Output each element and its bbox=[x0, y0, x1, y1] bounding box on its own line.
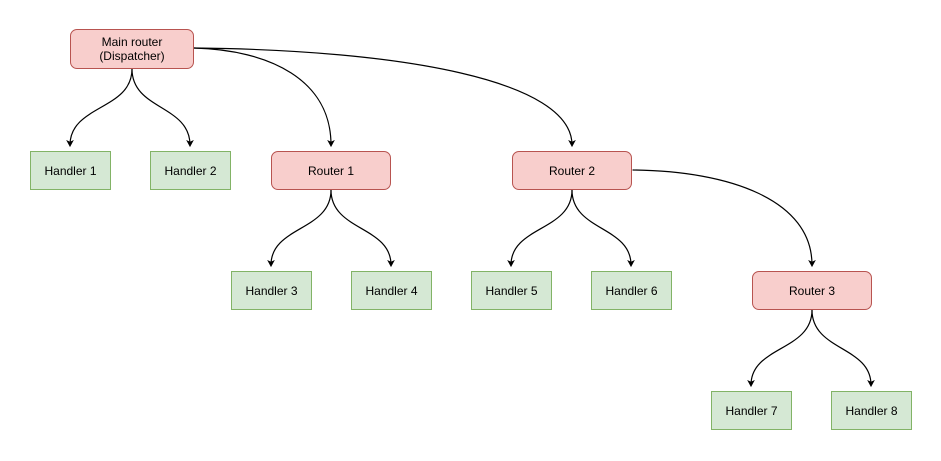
edge-router-3-to-handler-8 bbox=[811, 309, 875, 388]
edge-router-2-to-handler-5 bbox=[507, 189, 573, 268]
edge-router-3-to-handler-7 bbox=[747, 309, 813, 388]
edge-router-1-to-handler-3 bbox=[267, 189, 332, 268]
node-router-1[interactable]: Router 1 bbox=[271, 151, 391, 190]
edge-main-router-to-handler-1 bbox=[66, 68, 133, 148]
node-router-2[interactable]: Router 2 bbox=[512, 151, 632, 190]
edge-main-router-to-router-1 bbox=[193, 47, 335, 148]
edge-main-router-to-router-2 bbox=[193, 47, 576, 148]
node-label-router-2: Router 2 bbox=[548, 163, 596, 178]
edge-router-2-to-handler-6 bbox=[571, 189, 635, 268]
node-router-3[interactable]: Router 3 bbox=[752, 271, 872, 310]
node-label-main-router: Main router (Dispatcher) bbox=[99, 35, 165, 63]
node-handler-2[interactable]: Handler 2 bbox=[150, 151, 231, 190]
edge-paths bbox=[66, 47, 875, 388]
edge-router-1-to-handler-4 bbox=[330, 189, 395, 268]
edge-router-2-to-router-3 bbox=[632, 169, 816, 268]
node-label-router-1: Router 1 bbox=[307, 163, 355, 178]
node-label-handler-6: Handler 6 bbox=[605, 283, 658, 298]
node-label-handler-3: Handler 3 bbox=[245, 283, 298, 298]
node-label-handler-1: Handler 1 bbox=[44, 163, 97, 178]
node-handler-3[interactable]: Handler 3 bbox=[231, 271, 312, 310]
node-label-handler-2: Handler 2 bbox=[164, 163, 217, 178]
node-label-handler-5: Handler 5 bbox=[485, 283, 538, 298]
node-handler-6[interactable]: Handler 6 bbox=[591, 271, 672, 310]
node-handler-5[interactable]: Handler 5 bbox=[471, 271, 552, 310]
node-label-handler-7: Handler 7 bbox=[725, 403, 778, 418]
node-handler-1[interactable]: Handler 1 bbox=[30, 151, 111, 190]
node-main-router[interactable]: Main router (Dispatcher) bbox=[70, 29, 194, 69]
node-handler-8[interactable]: Handler 8 bbox=[831, 391, 912, 430]
node-label-handler-8: Handler 8 bbox=[845, 403, 898, 418]
node-handler-4[interactable]: Handler 4 bbox=[351, 271, 432, 310]
edge-main-router-to-handler-2 bbox=[131, 68, 194, 148]
node-label-handler-4: Handler 4 bbox=[365, 283, 418, 298]
node-handler-7[interactable]: Handler 7 bbox=[711, 391, 792, 430]
node-label-router-3: Router 3 bbox=[788, 283, 836, 298]
